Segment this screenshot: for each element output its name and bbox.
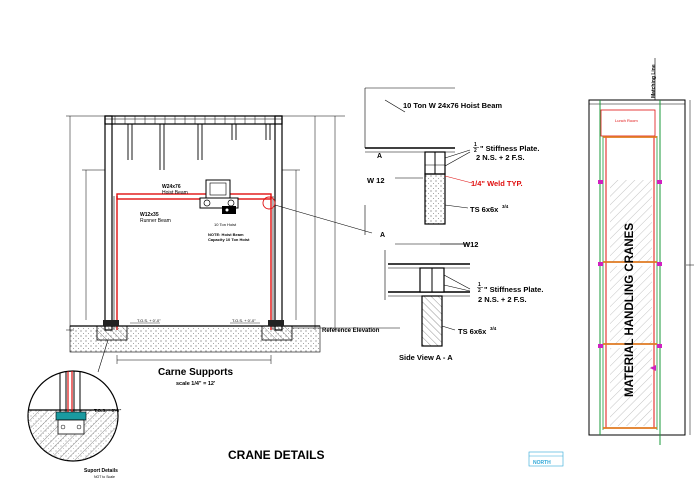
support-detail: T.O.S. + 0'-0" Suport Details NOT to Sca…: [27, 339, 121, 479]
lunch-room-label: Lunch Room: [615, 118, 638, 123]
ts-column-upper: [424, 173, 446, 225]
plan-outer-frame: [588, 99, 686, 436]
column-right: [274, 115, 283, 331]
stiffness-plate-count-2: 2 N.S. + 2 F.S.: [478, 295, 527, 304]
column-left: [104, 115, 113, 331]
detail-callout-circle: [262, 196, 276, 210]
side-view-upper: 10 Ton W 24x76 Hoist Beam A W 12 1 2 " S…: [364, 87, 539, 235]
stiffness-frac-num-1: 1: [474, 142, 477, 148]
section-cut-line: [274, 204, 373, 234]
hoist-beam-sublabel: Hoist Beam: [162, 190, 188, 196]
crane-zone-2: [610, 266, 652, 344]
ts-label-upper: TS 6x6x: [470, 205, 499, 214]
side-view-lower: W12 1 2 " Stiffness Plate. 2 N.S. + 2 F.…: [384, 240, 543, 362]
section-marker-a-lower: A: [380, 232, 385, 239]
ts-column-lower: [421, 295, 443, 347]
hoist-beam: [116, 193, 272, 200]
hoist-beam-callout: 10 Ton W 24x76 Hoist Beam: [403, 101, 502, 110]
plan-title: MATERIAL HANDLING CRANES: [624, 223, 636, 397]
reference-elevation-label: Reference Elevation: [322, 328, 380, 334]
side-view-title: Side View A - A: [399, 353, 453, 362]
ts-frac-lower: 3/4: [490, 326, 497, 331]
support-detail-subtitle: NOT to Scale: [94, 475, 115, 479]
weld-callout: 1/4" Weld TYP.: [471, 179, 523, 188]
hoist-note-line1: NOTE: Hoist Beam: [208, 232, 244, 237]
stiffness-plate-label-2: " Stiffness Plate.: [484, 285, 543, 294]
runner-beam-label: W12x35: [140, 212, 159, 218]
matching-line-label: Matching Line: [651, 64, 657, 98]
elevation-title: Carne Supports: [158, 367, 233, 378]
hoist-label: 10 Ton Hoist: [214, 222, 237, 227]
grade-label-right: T.O.S. + 0'-0": [232, 318, 256, 323]
hoist-note-line2: Capacity 10 Ton Hoist: [208, 237, 250, 242]
ts-frac-upper: 3/4: [502, 204, 509, 209]
section-marker-a-upper: A: [377, 153, 382, 160]
dimension-lines-left: [66, 115, 105, 331]
sheet-title: CRANE DETAILS: [228, 448, 324, 462]
hoist-trolley: [199, 179, 239, 214]
north-logo: NORTH: [528, 451, 564, 467]
lunch-room: [600, 109, 656, 137]
crane-zone-1: [610, 180, 652, 262]
plan-view: Matching Line Lunch Room: [588, 58, 694, 445]
elevation-view: W24x76 Hoist Beam 10 Ton Hoist W12x35 Ru…: [66, 115, 400, 387]
roof-truss: [104, 115, 283, 125]
crane-markers: [598, 180, 662, 371]
roof-hangers: [127, 124, 271, 170]
ts-label-lower: TS 6x6x: [458, 327, 487, 336]
stiffness-plate-count-1: 2 N.S. + 2 F.S.: [476, 153, 525, 162]
elevation-scale: scale 1/4" = 12': [176, 381, 216, 387]
w12-label-right: W12: [463, 240, 478, 249]
stiffness-frac-num-2: 1: [478, 282, 481, 288]
grade-label-left: T.O.S. + 0'-0": [137, 318, 161, 323]
footing-left: [96, 325, 128, 341]
crane-zone-3: [610, 348, 652, 426]
footing-right: [261, 325, 293, 341]
hoist-beam-label: W24x76: [162, 184, 181, 190]
support-detail-title: Suport Details: [84, 468, 118, 474]
stiffness-frac-den-1: 2: [474, 148, 477, 154]
support-grade-label: T.O.S. + 0'-0": [94, 408, 121, 413]
w12-label-left: W 12: [367, 176, 385, 185]
stiffness-plate-label-1: " Stiffness Plate.: [480, 144, 539, 153]
runner-beam-sublabel: Runner Beam: [140, 218, 171, 224]
stiffness-frac-den-2: 2: [478, 288, 481, 294]
north-logo-text: NORTH: [533, 460, 551, 466]
dimension-lines-right: [282, 115, 345, 330]
roof-truss-web: [105, 116, 282, 124]
